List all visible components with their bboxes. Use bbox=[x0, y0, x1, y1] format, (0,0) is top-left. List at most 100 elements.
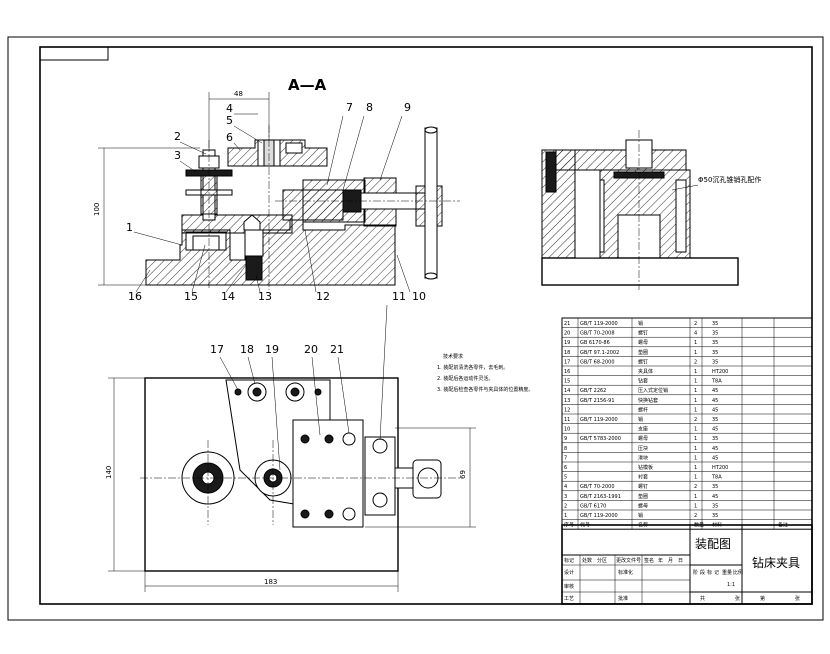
bom-cell: 垫圈 bbox=[638, 349, 648, 356]
plan-support-bot bbox=[372, 492, 388, 508]
note-1: 1. 装配前清洗各零件，去毛刺。 bbox=[437, 364, 508, 371]
bom-cell: 钻模板 bbox=[638, 464, 653, 471]
dim-48: 48 bbox=[234, 90, 243, 98]
bom-cell: 压块 bbox=[638, 445, 648, 452]
callout-5: 5 bbox=[226, 114, 233, 127]
tb-lbl-3: 更改文件号 bbox=[616, 557, 641, 564]
bom-cell: 13 bbox=[564, 398, 570, 404]
bom-cell: 45 bbox=[712, 388, 718, 394]
tb-lbl-7: 日 bbox=[678, 558, 683, 564]
tb-mid-0: 标准化 bbox=[618, 569, 633, 576]
handle-9-bot bbox=[424, 272, 438, 280]
bush-15-inner bbox=[192, 235, 220, 251]
plan-screw-4 bbox=[342, 507, 356, 521]
bom-cell: 销 bbox=[638, 416, 643, 423]
title-block: 装配图 钻床夹具 1:1 标记 处数 分区 更改文件号 签名 年 月 日 设计 … bbox=[561, 524, 813, 605]
dim-183: 183 bbox=[264, 578, 277, 586]
bom-cell: 2 bbox=[694, 321, 697, 327]
bom-cell: 1 bbox=[694, 379, 697, 385]
bom-cell: 2 bbox=[564, 503, 567, 509]
bom-cell: 11 bbox=[564, 417, 570, 423]
tb-left-2: 工艺 bbox=[564, 596, 574, 602]
bom-cell: 19 bbox=[564, 340, 570, 346]
bom-cell: 垫圈 bbox=[638, 493, 648, 500]
handle-9-top bbox=[424, 126, 438, 134]
bom-cell: 45 bbox=[712, 446, 718, 452]
tb-lbl-0: 标记 bbox=[564, 557, 574, 564]
bom-cell: 1 bbox=[694, 427, 697, 433]
dim-69: 69 bbox=[459, 470, 467, 479]
bom-cell: 17 bbox=[564, 359, 570, 365]
tb-stage-3: 记 bbox=[714, 569, 719, 576]
bom-cell: 螺母 bbox=[638, 339, 648, 346]
bom-cell: 1 bbox=[694, 407, 697, 413]
callout-13: 13 bbox=[258, 290, 272, 303]
dim-100: 100 bbox=[93, 203, 101, 216]
bom-cell: 35 bbox=[712, 484, 718, 490]
bom-cell: 14 bbox=[564, 388, 570, 394]
bom-cell: 2 bbox=[694, 513, 697, 519]
callout-10: 10 bbox=[412, 290, 426, 303]
side-pin-right bbox=[675, 179, 687, 253]
bom-cell: 35 bbox=[712, 359, 718, 365]
bom-cell: 4 bbox=[564, 484, 567, 490]
bom-cell: 35 bbox=[712, 513, 718, 519]
press-block-8 bbox=[282, 189, 344, 221]
bom-cell: GB/T 5783-2000 bbox=[580, 436, 621, 442]
plan-view: 140 183 69 17 18 19 20 21 bbox=[105, 304, 476, 592]
bom-cell: 1 bbox=[694, 446, 697, 452]
bom-cell: GB/T 70-2000 bbox=[580, 484, 615, 490]
callout-6: 6 bbox=[226, 131, 233, 144]
tech-notes: 技术要求 1. 装配前清洗各零件，去毛刺。 2. 装配后各运动件灵活。 3. 装… bbox=[437, 353, 533, 393]
bom-cell: 压入式定位销 bbox=[638, 387, 668, 394]
callouts-aa: 1 2 3 4 5 6 7 8 9 10 11 12 13 14 15 16 bbox=[126, 101, 426, 303]
callout-14: 14 bbox=[221, 290, 235, 303]
bom-cell: 45 bbox=[712, 407, 718, 413]
bom-cell: 销 bbox=[638, 320, 643, 327]
bom-cell: 夹具体 bbox=[638, 368, 653, 375]
callout-15: 15 bbox=[184, 290, 198, 303]
bom-cell: 35 bbox=[712, 417, 718, 423]
bom-cell: 5 bbox=[564, 475, 567, 481]
bom-cell: 螺杆 bbox=[638, 406, 648, 413]
bom-cell: HT200 bbox=[712, 369, 728, 375]
code-box bbox=[39, 46, 109, 61]
tb-footer-0: 共 bbox=[700, 595, 705, 602]
bom-cell: 45 bbox=[712, 427, 718, 433]
bom-cell: 螺钉 bbox=[638, 483, 648, 490]
callout-19: 19 bbox=[265, 343, 279, 356]
bom-cell: 45 bbox=[712, 455, 718, 461]
bom-cell: HT200 bbox=[712, 465, 728, 471]
bom-cell: GB/T 2262 bbox=[580, 388, 606, 394]
tb-stage-2: 标 bbox=[707, 569, 712, 576]
bom-cell: 螺母 bbox=[638, 435, 648, 442]
bom-cell: 1 bbox=[694, 475, 697, 481]
bom-cell: 16 bbox=[564, 369, 570, 375]
bom-cell: 10 bbox=[564, 427, 570, 433]
bom-cell: 1 bbox=[694, 350, 697, 356]
bom-cell: 1 bbox=[694, 494, 697, 500]
tb-stage-4: 重量 bbox=[722, 569, 732, 576]
bom-cell: 35 bbox=[712, 340, 718, 346]
bom-cell: 18 bbox=[564, 350, 570, 356]
callout-21: 21 bbox=[330, 343, 344, 356]
bom-cell: 2 bbox=[694, 359, 697, 365]
plan-screw-3 bbox=[324, 509, 334, 519]
bom-cell: GB/T 119-2000 bbox=[580, 417, 618, 423]
tb-left-0: 设计 bbox=[564, 569, 574, 576]
bom-cell: 3 bbox=[564, 494, 567, 500]
outer-frame bbox=[7, 36, 824, 621]
bom-cell: 1 bbox=[694, 340, 697, 346]
bom-cell: 1 bbox=[694, 388, 697, 394]
callout-1: 1 bbox=[126, 221, 133, 234]
bom-cell: 45 bbox=[712, 494, 718, 500]
bom-cell: 45 bbox=[712, 398, 718, 404]
tb-footer-1: 张 bbox=[735, 595, 740, 602]
tb-lbl-1: 处数 bbox=[582, 557, 592, 564]
bom-cell: 4 bbox=[694, 331, 697, 337]
tb-stage-0: 阶 bbox=[693, 569, 698, 576]
bom-cell: GB/T 68-2000 bbox=[580, 359, 615, 365]
bom-cell: GB 6170-86 bbox=[580, 340, 610, 346]
callout-20: 20 bbox=[304, 343, 318, 356]
